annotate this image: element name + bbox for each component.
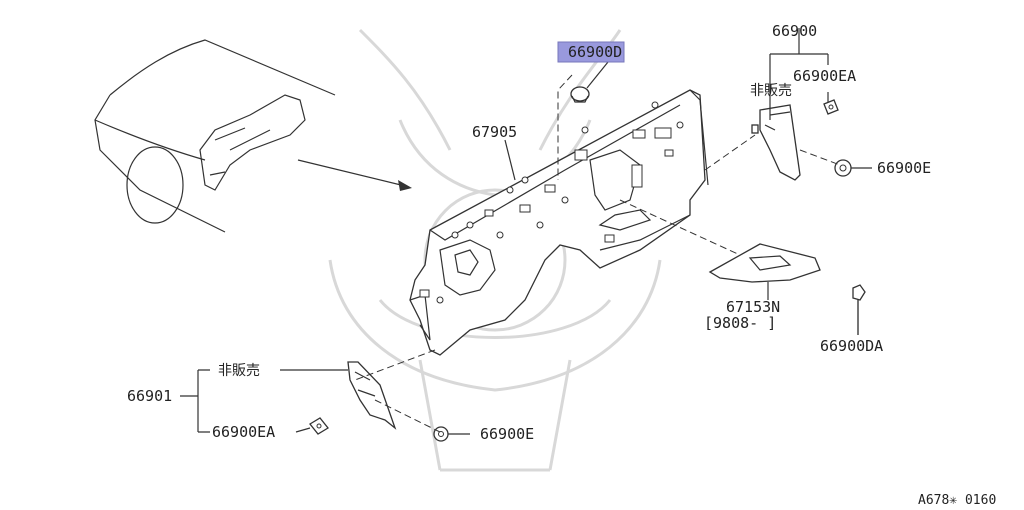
not-for-sale-label-left: 非販売 [218,363,260,379]
callout-66900ea-right[interactable]: 66900EA [793,67,856,85]
callout-66900e-left[interactable]: 66900E [480,425,534,443]
arrow-pointer [297,159,412,191]
vehicle-outline [94,39,336,233]
callout-66900ea-left[interactable]: 66900EA [212,423,275,441]
callout-66900da[interactable]: 66900DA [820,337,883,355]
insulator-right-66900 [751,104,801,181]
callout-66901[interactable]: 66901 [127,387,172,405]
clip-66900d [570,86,590,103]
plate-67153n [708,243,821,283]
clip-66900ea-left [309,417,329,435]
callout-67153n-period: [9808- ] [704,314,776,332]
clip-66900ea-right [823,99,839,115]
insulator-left-66901 [347,361,397,430]
part-highlight [557,41,625,63]
clip-66900e-right [834,159,852,177]
callout-66900d[interactable]: 66900D [568,43,622,61]
callout-67905[interactable]: 67905 [472,123,517,141]
bolt-66900da [852,284,866,335]
callout-66900[interactable]: 66900 [772,22,817,40]
assembly-lines [354,74,841,433]
callout-66900e-right[interactable]: 66900E [877,159,931,177]
leader-lines [180,28,872,435]
figure-code: A678✳ 0160 [918,493,996,508]
not-for-sale-label-right: 非販売 [750,83,792,99]
clip-66900e-left [433,426,449,442]
callout-67153n[interactable]: 67153N [726,298,780,316]
dash-panel-67905 [409,89,709,356]
